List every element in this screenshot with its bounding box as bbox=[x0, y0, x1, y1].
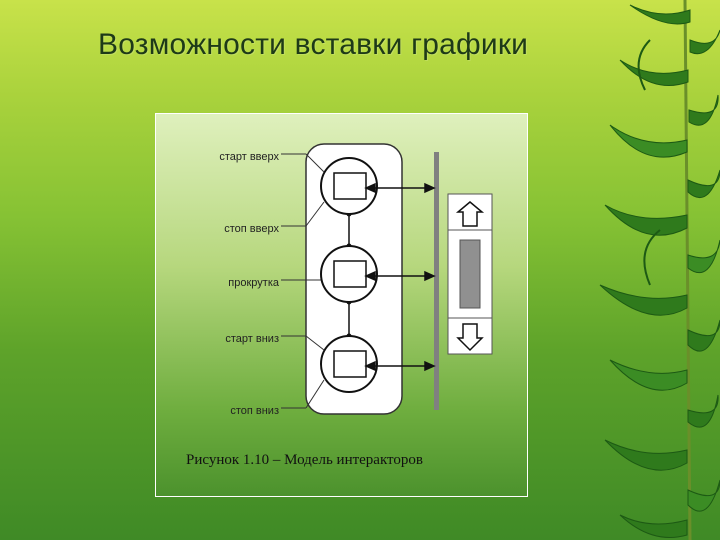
figure-caption: Рисунок 1.10 – Модель интеракторов bbox=[186, 452, 423, 468]
label-stop-up: стоп вверх bbox=[224, 223, 279, 235]
leader-line bbox=[305, 153, 325, 173]
leader-line bbox=[305, 335, 325, 351]
label-start-up: старт вверх bbox=[219, 151, 279, 163]
leader-line bbox=[305, 201, 325, 227]
scroll-down-arrow-icon[interactable] bbox=[447, 317, 493, 355]
bamboo-leaves-decoration bbox=[599, 0, 720, 540]
interactor-box-bottom bbox=[333, 350, 367, 378]
arrow-middle bbox=[364, 270, 436, 282]
interactor-model-diagram: старт вверх стоп вверх прокрутка старт в… bbox=[219, 143, 493, 417]
interactor-box-middle bbox=[333, 260, 367, 288]
event-bus-bar bbox=[434, 152, 439, 410]
label-scroll: прокрутка bbox=[228, 277, 280, 289]
interactor-box-top bbox=[333, 172, 367, 200]
scroll-thumb[interactable] bbox=[459, 239, 481, 309]
leader-line bbox=[305, 379, 325, 409]
scroll-up-arrow-icon[interactable] bbox=[447, 193, 493, 231]
arrow-bottom bbox=[364, 360, 436, 372]
diagram-panel: старт вверх стоп вверх прокрутка старт в… bbox=[155, 113, 528, 497]
arrow-top bbox=[364, 182, 436, 194]
slide-title: Возможности вставки графики bbox=[98, 28, 529, 61]
label-start-down: старт вниз bbox=[225, 333, 279, 345]
label-stop-down: стоп вниз bbox=[230, 405, 279, 417]
